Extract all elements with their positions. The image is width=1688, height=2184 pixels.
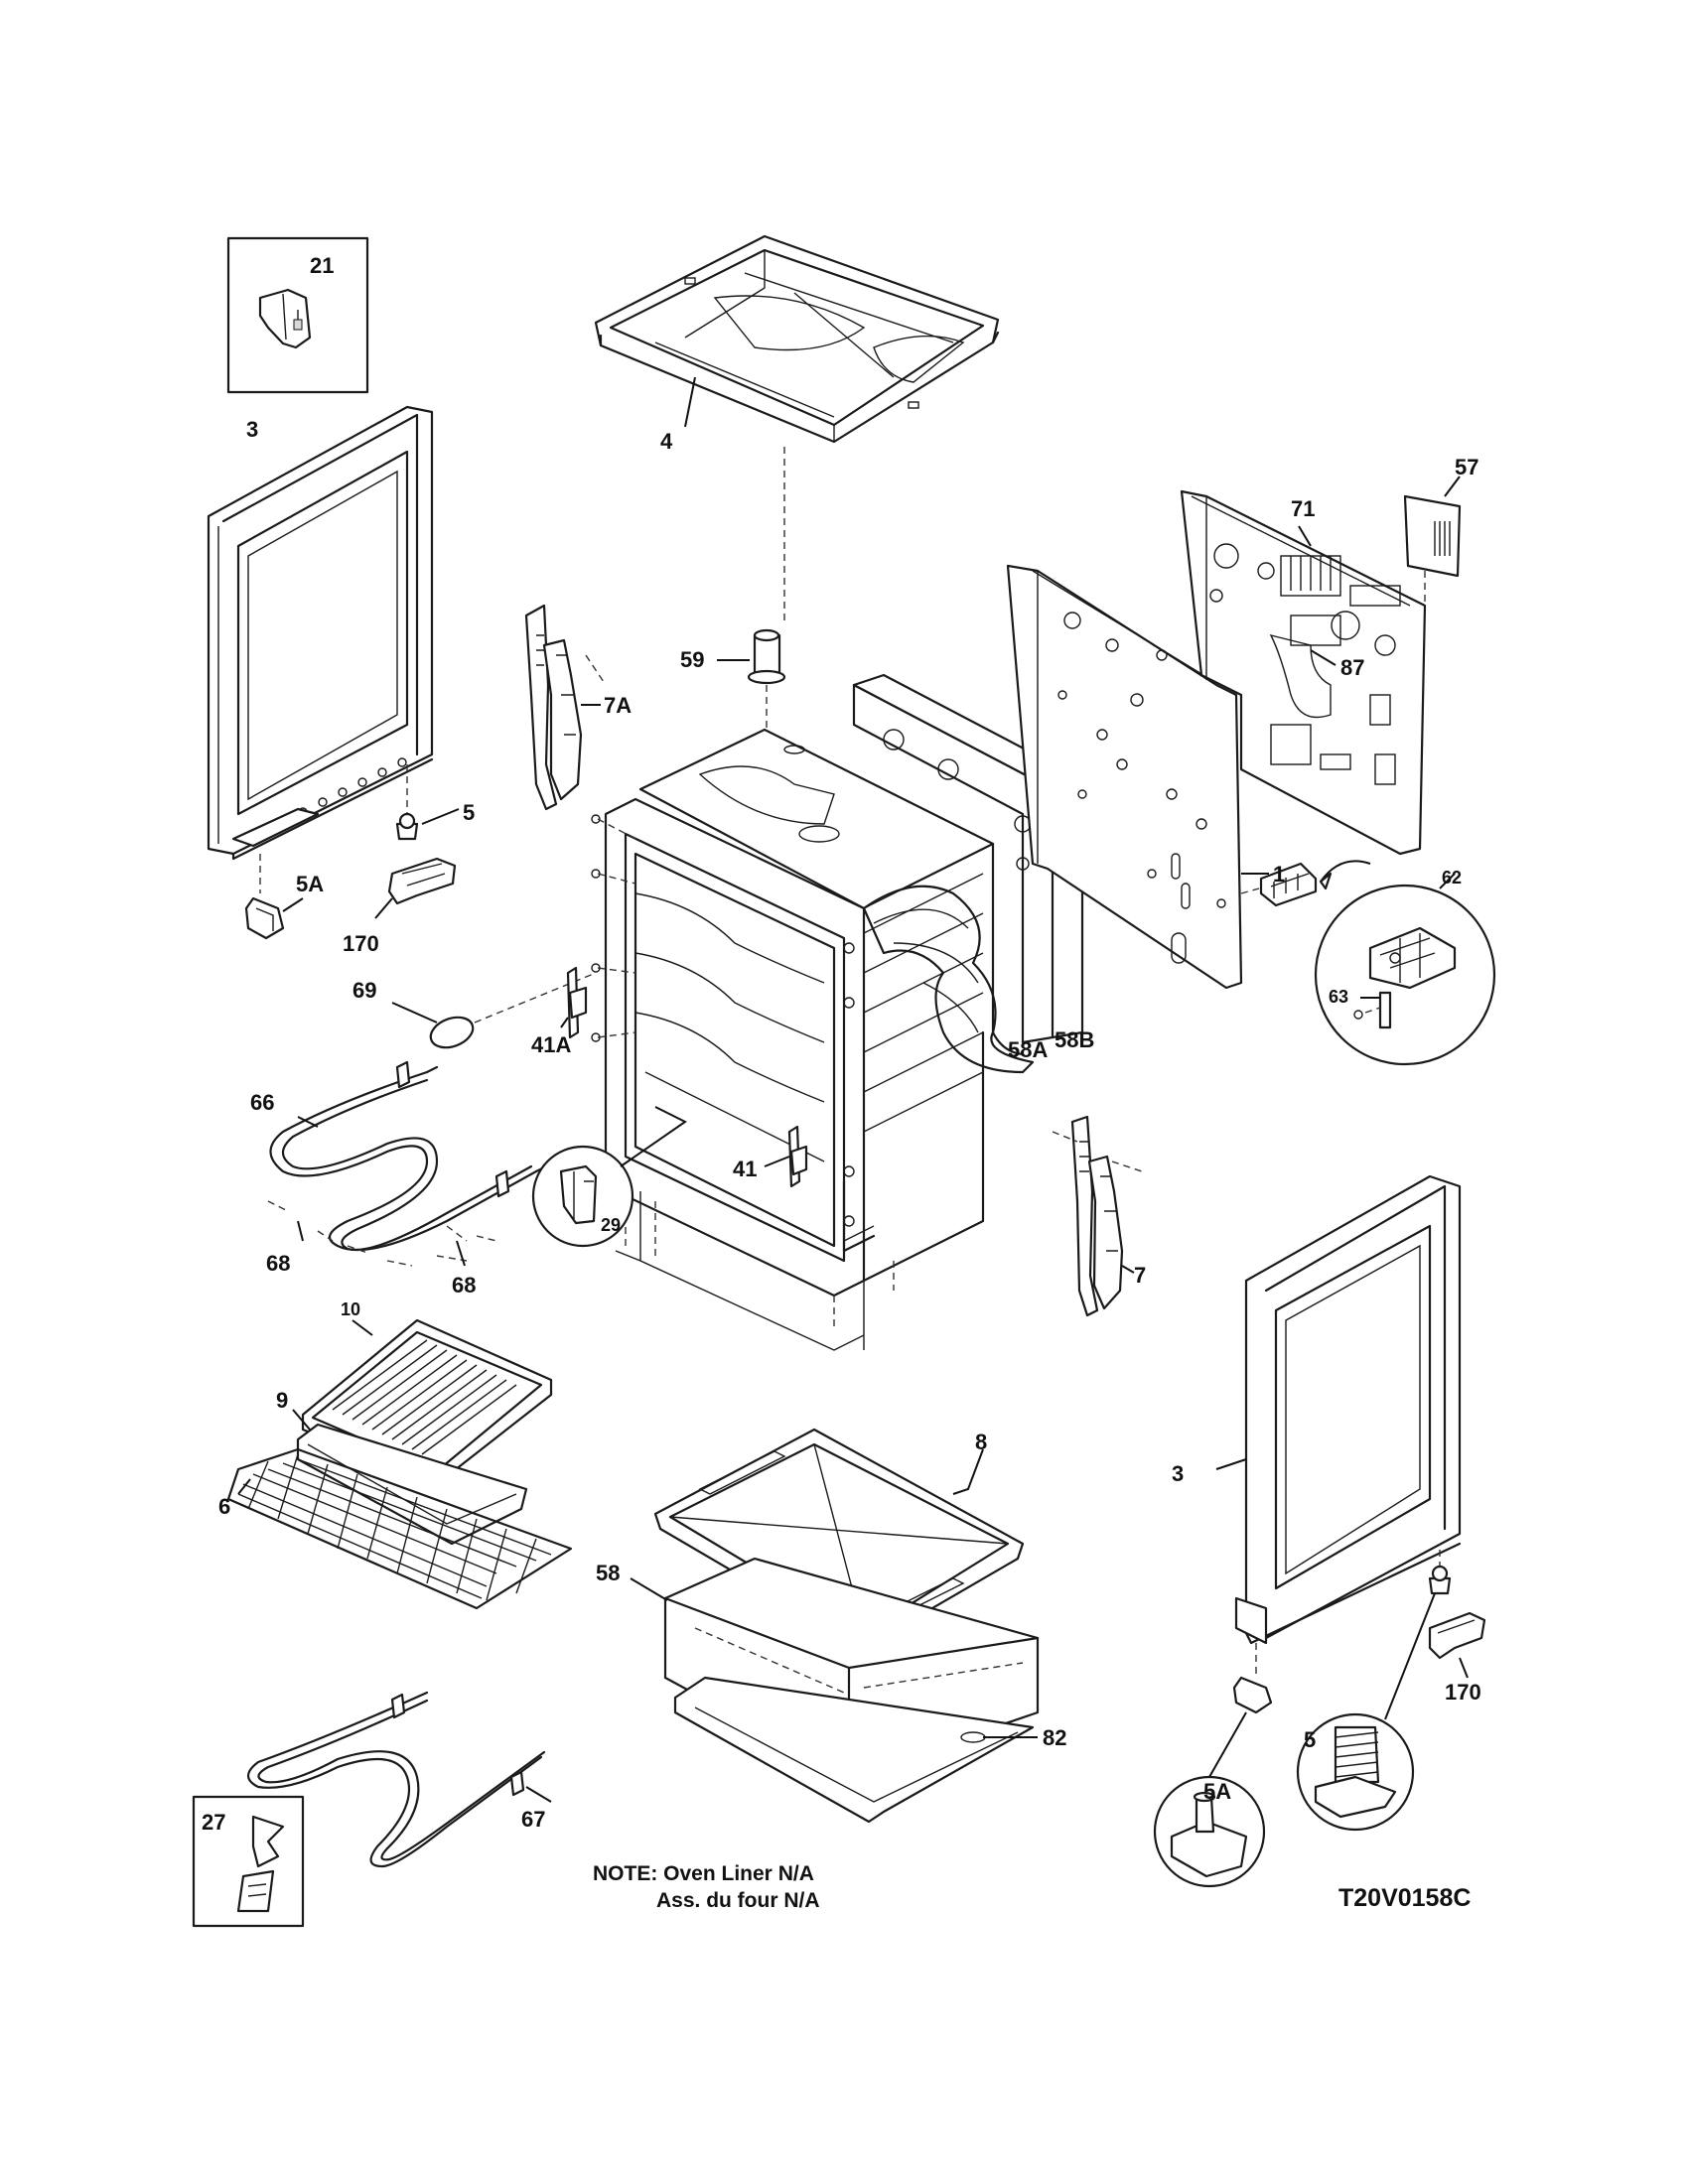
callout-41: 41 <box>733 1157 757 1181</box>
callout-1: 1 <box>1273 862 1285 887</box>
callout-7: 7 <box>1134 1263 1146 1288</box>
callout-67: 67 <box>521 1807 545 1832</box>
callout-5-left: 5 <box>463 800 475 825</box>
callout-10: 10 <box>341 1299 360 1319</box>
callout-69: 69 <box>352 978 376 1003</box>
callout-68-right: 68 <box>452 1273 476 1297</box>
callout-7A: 7A <box>604 693 632 718</box>
inset-27 <box>192 1795 305 1928</box>
callout-41A: 41A <box>531 1032 571 1057</box>
callout-59: 59 <box>680 647 704 672</box>
rack-support-7 <box>1052 1115 1143 1317</box>
part-59 <box>717 628 786 740</box>
callout-5A-right: 5A <box>1203 1779 1231 1804</box>
rack-support-7A <box>524 604 607 811</box>
side-panel-left <box>207 405 434 861</box>
callout-4: 4 <box>660 429 673 454</box>
note-line-2: Ass. du four N/A <box>656 1889 820 1912</box>
callout-5A-left: 5A <box>296 872 324 896</box>
callout-170-right: 170 <box>1445 1680 1481 1705</box>
callout-87: 87 <box>1340 655 1364 680</box>
callout-68-left: 68 <box>266 1251 290 1276</box>
leveler-left-group <box>244 764 460 940</box>
callout-27: 27 <box>202 1810 225 1835</box>
leveler-right-group <box>1153 1565 1486 1888</box>
callout-5-right: 5 <box>1304 1727 1316 1752</box>
part-41 <box>764 1125 808 1188</box>
callout-63: 63 <box>1329 987 1348 1007</box>
bake-element <box>246 1691 552 1868</box>
broil-element <box>267 1060 546 1267</box>
callout-57: 57 <box>1455 455 1478 479</box>
bottom-panel-group <box>630 1428 1040 1824</box>
side-panel-right <box>1215 1174 1462 1678</box>
callout-3-right: 3 <box>1172 1461 1184 1486</box>
note-line-1: NOTE: Oven Liner N/A <box>593 1862 814 1885</box>
top-panel <box>594 234 1000 620</box>
callout-labels: 21 3 4 57 71 87 59 7A 5 5A 170 1 62 63 6… <box>202 253 1481 1835</box>
callout-8: 8 <box>975 1430 987 1454</box>
callout-9: 9 <box>276 1388 288 1413</box>
callout-170-left: 170 <box>343 931 379 956</box>
inset-62 <box>1314 873 1496 1066</box>
oven-cavity <box>591 476 1462 1351</box>
inset-29 <box>531 1106 687 1248</box>
callout-21: 21 <box>310 253 334 278</box>
callout-29: 29 <box>601 1215 621 1235</box>
callout-58A: 58A <box>1008 1037 1048 1062</box>
callout-62: 62 <box>1442 868 1462 887</box>
callout-58: 58 <box>596 1561 620 1585</box>
broiler-pan-group <box>226 1318 573 1610</box>
drawing-code: T20V0158C <box>1338 1884 1471 1912</box>
callout-66: 66 <box>250 1090 274 1115</box>
callout-82: 82 <box>1043 1725 1066 1750</box>
callout-58B: 58B <box>1055 1027 1094 1052</box>
callout-71: 71 <box>1291 496 1315 521</box>
callout-3-left: 3 <box>246 417 258 442</box>
part-41A <box>560 966 588 1039</box>
callout-6: 6 <box>218 1494 230 1519</box>
inset-21 <box>226 236 369 394</box>
